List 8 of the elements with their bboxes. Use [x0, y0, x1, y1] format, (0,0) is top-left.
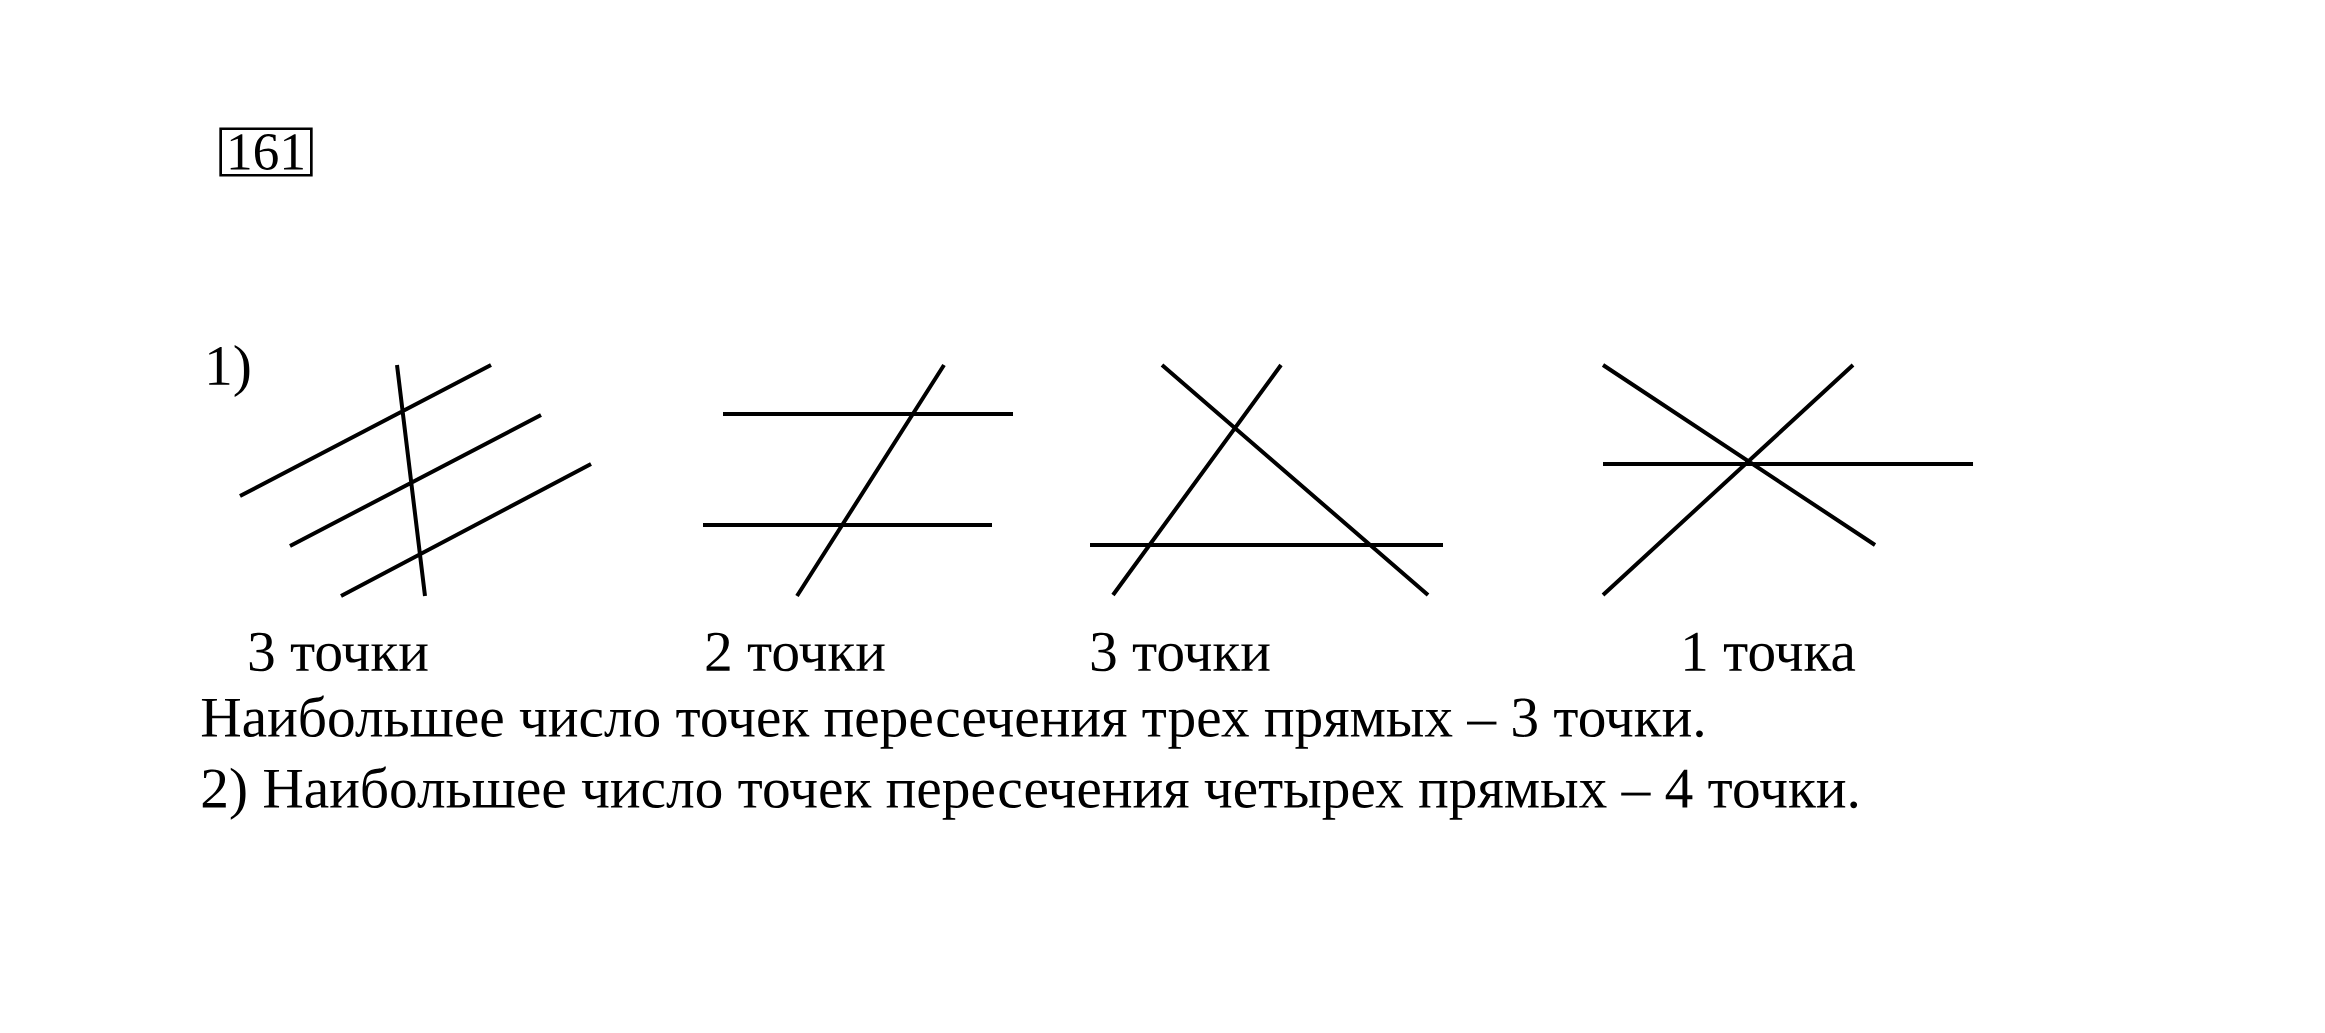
item-number: 1)	[209, 345, 250, 397]
answer-label: 3 точки	[1091, 632, 1270, 672]
answer-label: 2 точки	[706, 632, 885, 672]
answer-sentence: 2) Наибольшее число точек пересечения четырех прямых – 4 точки.	[202, 766, 1858, 820]
answer-sentence: Наибольшее число точек пересечения трех прямых – 3 точки.	[201, 695, 1703, 749]
number-box: 161	[219, 127, 313, 177]
answer-label: 1 точка	[1685, 632, 1856, 672]
answer-label: 3 точки	[249, 632, 428, 672]
